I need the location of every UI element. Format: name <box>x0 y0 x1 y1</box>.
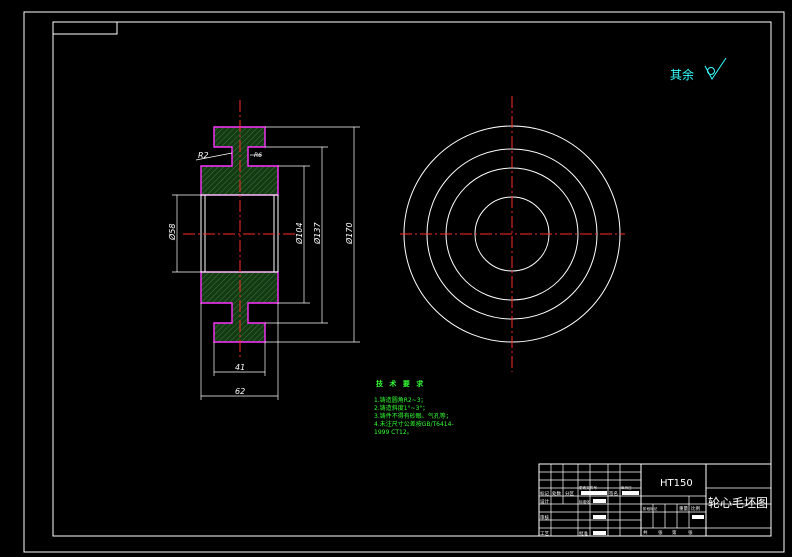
tb-label-zone: 分区 <box>565 490 574 497</box>
inner-border <box>52 21 772 537</box>
surface-note: 其余 <box>670 67 694 82</box>
tb-label-nth: 第 <box>672 529 677 536</box>
roughness-symbol-icon <box>704 57 727 80</box>
tech-req-line-1: 1.铸造圆角R2~3； <box>374 396 427 404</box>
corner-label-box <box>52 21 118 35</box>
tech-req-title: 技 术 要 求 <box>376 379 425 388</box>
tb-label-date: 年月日 <box>621 485 632 490</box>
dim-d104: Ø104 <box>294 222 304 245</box>
material: HT150 <box>660 478 693 489</box>
tb-label-sheet-2: 张 <box>688 529 693 536</box>
dim-r2: R2 <box>198 151 209 160</box>
tb-label-change: 更改文件号 <box>579 485 597 490</box>
tb-label-sheet-1: 张 <box>658 529 663 536</box>
tb-label-sign: 签名 <box>609 490 618 497</box>
tb-label-standard: 标准化 <box>579 499 590 504</box>
dim-w62: 62 <box>235 387 245 396</box>
dim-w41: 41 <box>235 363 245 372</box>
front-view <box>400 96 625 372</box>
tb-label-count: 处数 <box>552 490 561 497</box>
tb-label-scale: 比例 <box>691 505 700 512</box>
dim-d170: Ø170 <box>344 222 354 245</box>
dim-d58: Ø58 <box>167 224 177 241</box>
tb-label-process: 工艺 <box>540 531 549 537</box>
tech-req-line-3: 3.铸件不得有砂眼、气孔等； <box>374 412 452 420</box>
drawing-title: 轮心毛坯图 <box>708 496 768 510</box>
tb-label-weight: 重量 <box>679 505 688 512</box>
dim-d137: Ø137 <box>312 222 322 245</box>
tb-label-stage: 阶段标记 <box>643 506 658 511</box>
tech-requirements: 技 术 要 求 1.铸造圆角R2~3； 2.铸造斜度1°~3°； 3.铸件不得有… <box>374 379 454 436</box>
section-view: R2 R6 Ø58 Ø104 Ø137 Ø170 41 62 <box>167 100 360 400</box>
tech-req-line-4: 4.未注尺寸公差按GB/T6414- <box>374 420 454 428</box>
tech-req-line-2: 2.铸造斜度1°~3°； <box>374 404 428 412</box>
dim-r6: R6 <box>254 152 262 159</box>
title-block: 标记 处数 分区 更改文件号 签名 年月日 设计 标准化 审核 工艺 批准 阶段… <box>538 463 772 537</box>
tb-label-total: 共 <box>643 529 648 536</box>
tb-label-design: 设计 <box>540 498 549 505</box>
outer-border <box>23 11 785 553</box>
tb-label-marker: 标记 <box>540 490 549 497</box>
tb-label-review: 审核 <box>540 514 549 521</box>
tb-label-approve: 批准 <box>579 530 588 537</box>
tech-req-line-5: 1999 CT12。 <box>374 429 413 436</box>
